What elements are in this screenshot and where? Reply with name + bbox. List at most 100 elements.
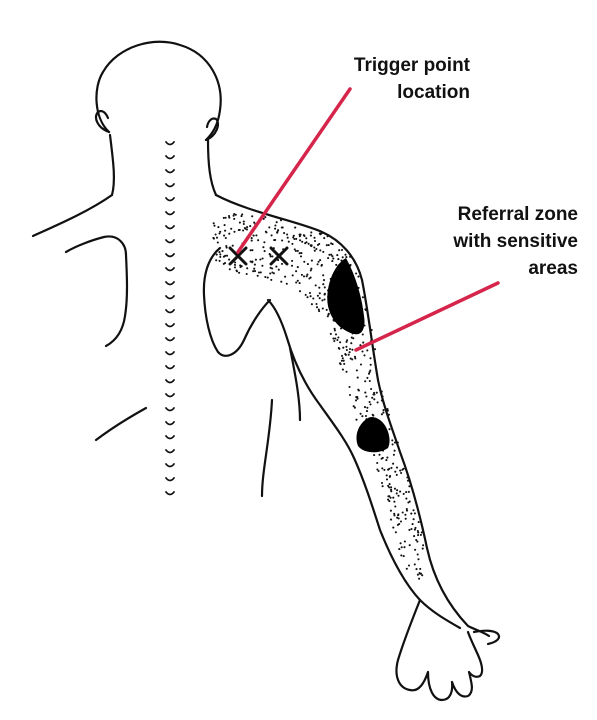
stipple-dot bbox=[321, 232, 323, 234]
vertebra bbox=[166, 226, 174, 229]
stipple-dot bbox=[355, 396, 357, 398]
stipple-dot bbox=[319, 259, 321, 261]
stipple-dot bbox=[244, 227, 246, 229]
stipple-dot bbox=[228, 217, 230, 219]
stipple-dot bbox=[318, 243, 320, 245]
stipple-dot bbox=[226, 255, 228, 257]
stipple-dot bbox=[414, 529, 416, 531]
stipple-dot bbox=[370, 388, 372, 390]
stipple-dot bbox=[334, 337, 336, 339]
stipple-dot bbox=[291, 260, 293, 262]
stipple-dot bbox=[406, 510, 408, 512]
stipple-dot bbox=[361, 415, 363, 417]
stipple-dot bbox=[413, 518, 415, 520]
stipple-dot bbox=[378, 454, 380, 456]
stipple-dot bbox=[392, 463, 394, 465]
stipple-dot bbox=[374, 348, 376, 350]
vertebra bbox=[166, 142, 174, 145]
stipple-dot bbox=[283, 232, 285, 234]
stipple-dot bbox=[326, 244, 328, 246]
stipple-dot bbox=[405, 518, 407, 520]
stipple-dot bbox=[254, 270, 256, 272]
stipple-dot bbox=[246, 226, 248, 228]
stipple-dot bbox=[335, 264, 337, 266]
arm-inner bbox=[268, 300, 460, 628]
stipple-dot bbox=[292, 274, 294, 276]
vertebra bbox=[166, 436, 174, 439]
stipple-dot bbox=[303, 235, 305, 237]
stipple-dot bbox=[250, 261, 252, 263]
stipple-dot bbox=[265, 231, 267, 233]
stipple-dot bbox=[336, 339, 338, 341]
stipple-dot bbox=[335, 333, 337, 335]
stipple-dot bbox=[353, 405, 355, 407]
sensitive-area-lower bbox=[356, 417, 389, 452]
stipple-dot bbox=[372, 415, 374, 417]
stipple-dot bbox=[212, 237, 214, 239]
stipple-dot bbox=[299, 282, 301, 284]
vertebra bbox=[166, 268, 174, 271]
stipple-dot bbox=[392, 497, 394, 499]
stipple-dot bbox=[276, 221, 278, 223]
stipple-dot bbox=[400, 554, 402, 556]
stipple-dot bbox=[381, 399, 383, 401]
stipple-dot bbox=[314, 250, 316, 252]
stipple-dot bbox=[287, 237, 289, 239]
vertebra bbox=[166, 254, 174, 257]
stipple-dot bbox=[251, 240, 253, 242]
stipple-dot bbox=[318, 308, 320, 310]
stipple-dot bbox=[327, 235, 329, 237]
stipple-dot bbox=[369, 401, 371, 403]
stipple-dot bbox=[303, 275, 305, 277]
stipple-dot bbox=[313, 246, 315, 248]
stipple-dot bbox=[253, 268, 255, 270]
stipple-dot bbox=[315, 248, 317, 250]
referral-zone-label-line-2: with sensitive bbox=[453, 228, 578, 255]
stipple-dot bbox=[355, 272, 357, 274]
vertebra bbox=[166, 156, 174, 159]
stipple-dot bbox=[404, 540, 406, 542]
stipple-dot bbox=[350, 342, 352, 344]
stipple-dot bbox=[393, 513, 395, 515]
stipple-dot bbox=[284, 276, 286, 278]
stipple-dot bbox=[301, 274, 303, 276]
stipple-dot bbox=[238, 229, 240, 231]
stipple-dot bbox=[400, 520, 402, 522]
stipple-dot bbox=[365, 415, 367, 417]
stipple-dot bbox=[303, 261, 305, 263]
stipple-dot bbox=[414, 563, 416, 565]
stipple-dot bbox=[230, 228, 232, 230]
stipple-dot bbox=[393, 454, 395, 456]
stipple-dot bbox=[234, 264, 236, 266]
stipple-dot bbox=[226, 247, 228, 249]
stipple-dot bbox=[311, 260, 313, 262]
stipple-dot bbox=[405, 498, 407, 500]
stipple-dot bbox=[233, 213, 235, 215]
stipple-dot bbox=[341, 360, 343, 362]
stipple-dot bbox=[351, 349, 353, 351]
stipple-dot bbox=[343, 360, 345, 362]
stipple-dot bbox=[401, 546, 403, 548]
stipple-dot bbox=[281, 239, 283, 241]
trigger-point-label-line-1: Trigger point bbox=[354, 52, 470, 79]
stipple-dot bbox=[402, 511, 404, 513]
stipple-dot bbox=[342, 347, 344, 349]
stipple-dot bbox=[336, 254, 338, 256]
stipple-dot bbox=[269, 272, 271, 274]
stipple-dot bbox=[361, 350, 363, 352]
stipple-dot bbox=[413, 535, 415, 537]
stipple-dot bbox=[255, 234, 257, 236]
vertebra bbox=[166, 198, 174, 201]
stipple-dot bbox=[314, 240, 316, 242]
stipple-dot bbox=[369, 380, 371, 382]
stipple-dot bbox=[217, 241, 219, 243]
stipple-dot bbox=[294, 227, 296, 229]
stipple-dot bbox=[412, 509, 414, 511]
stipple-dot bbox=[304, 242, 306, 244]
stipple-dot bbox=[253, 235, 255, 237]
stipple-dot bbox=[318, 261, 320, 263]
stipple-dot bbox=[234, 261, 236, 263]
stipple-dot bbox=[355, 399, 357, 401]
stipple-dot bbox=[390, 467, 392, 469]
stipple-dot bbox=[299, 234, 301, 236]
